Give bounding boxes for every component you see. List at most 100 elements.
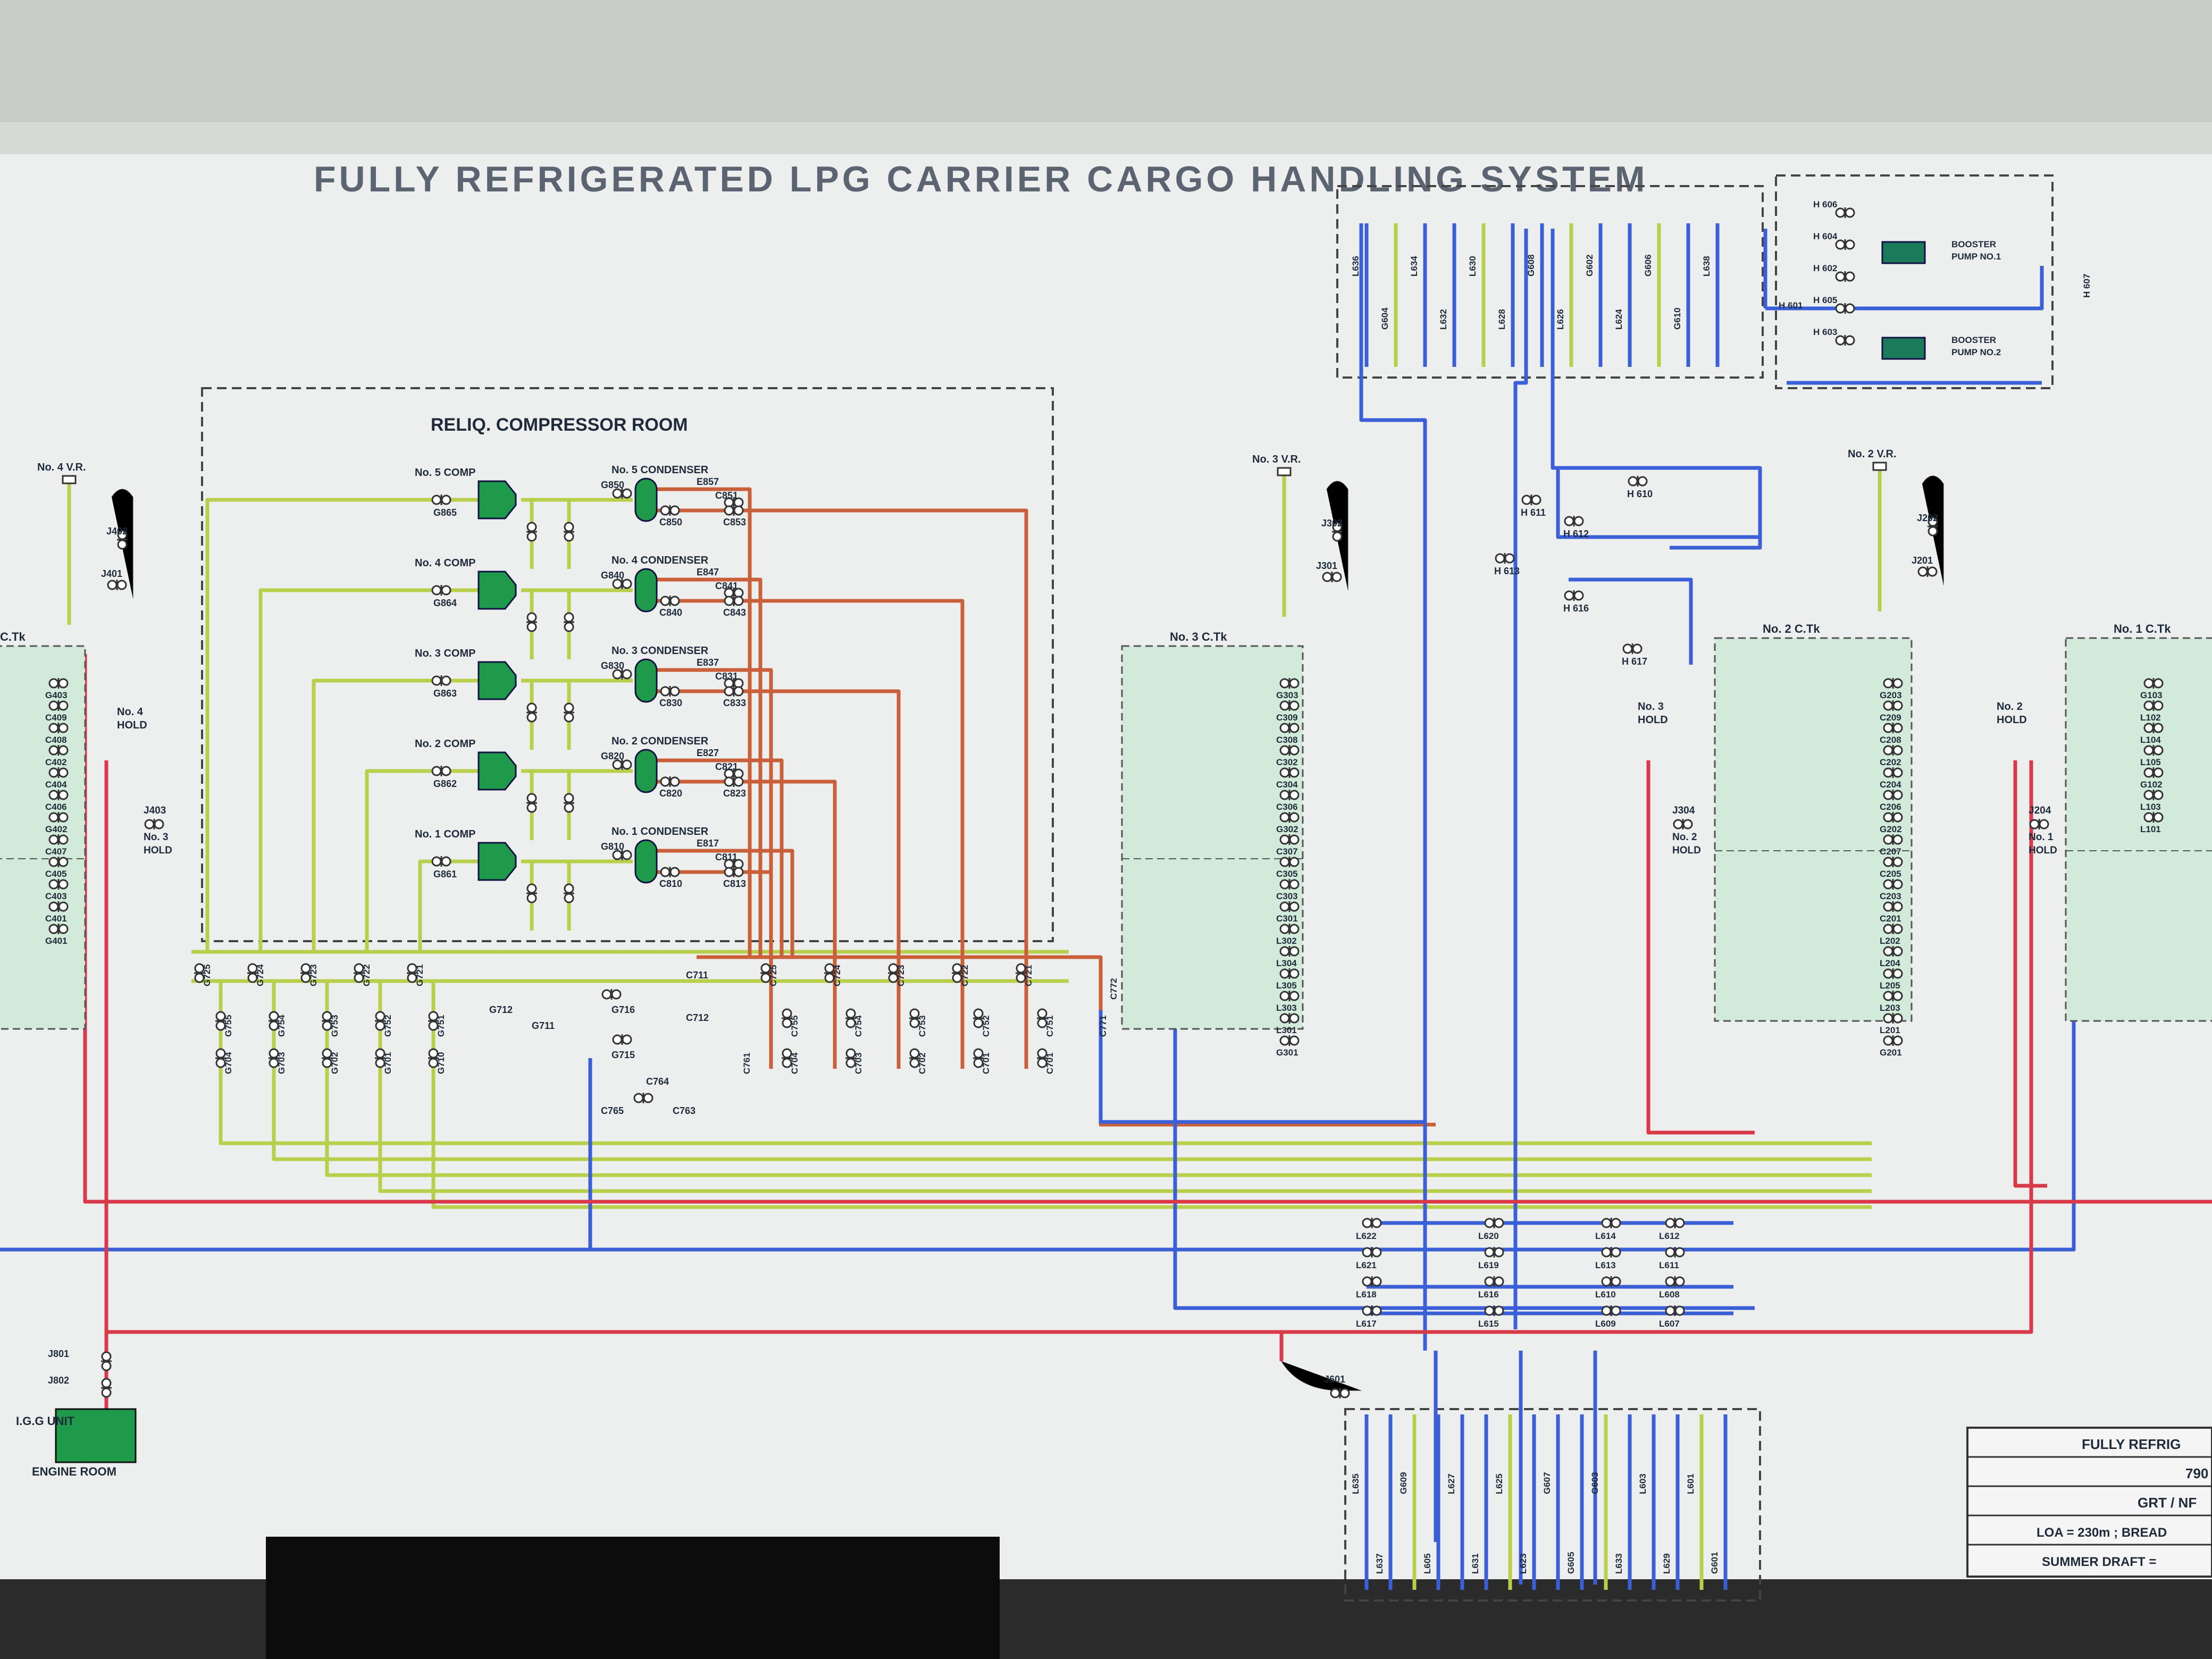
valve[interactable]	[144, 819, 164, 830]
valve[interactable]	[269, 1048, 279, 1068]
valve[interactable]	[660, 505, 680, 516]
valve[interactable]	[724, 686, 744, 697]
valve[interactable]	[428, 1011, 439, 1031]
compressor-2[interactable]	[477, 751, 517, 791]
valve[interactable]	[1883, 700, 1903, 711]
valve[interactable]	[1601, 1276, 1621, 1287]
valve[interactable]	[1917, 566, 1938, 577]
booster-pump-no2[interactable]	[1881, 337, 1926, 360]
valve[interactable]	[526, 702, 537, 723]
valve[interactable]	[888, 963, 899, 983]
valve[interactable]	[724, 505, 744, 516]
valve[interactable]	[612, 488, 632, 499]
valve[interactable]	[48, 790, 69, 800]
valve[interactable]	[1484, 1305, 1504, 1316]
valve[interactable]	[1883, 968, 1903, 979]
valve[interactable]	[1883, 879, 1903, 890]
valve[interactable]	[247, 963, 258, 983]
valve[interactable]	[1835, 207, 1855, 218]
valve[interactable]	[1665, 1276, 1685, 1287]
valve[interactable]	[1835, 303, 1855, 314]
valve[interactable]	[1564, 590, 1584, 601]
valve[interactable]	[1484, 1218, 1504, 1228]
valve[interactable]	[1279, 678, 1300, 689]
valve[interactable]	[1883, 924, 1903, 934]
valve[interactable]	[1279, 991, 1300, 1001]
compressor-4[interactable]	[477, 571, 517, 610]
valve[interactable]	[526, 793, 537, 813]
compressor-5[interactable]	[477, 480, 517, 520]
valve[interactable]	[612, 579, 632, 589]
valve[interactable]	[1673, 819, 1693, 830]
valve[interactable]	[48, 678, 69, 689]
valve[interactable]	[660, 776, 680, 787]
valve[interactable]	[1279, 790, 1300, 800]
valve[interactable]	[1279, 901, 1300, 912]
valve[interactable]	[1883, 857, 1903, 867]
valve[interactable]	[1037, 1048, 1048, 1068]
valve[interactable]	[1332, 522, 1343, 542]
valve[interactable]	[564, 612, 574, 632]
valve[interactable]	[612, 850, 632, 860]
valve[interactable]	[431, 675, 451, 686]
valve[interactable]	[1279, 767, 1300, 778]
valve[interactable]	[564, 793, 574, 813]
valve[interactable]	[431, 766, 451, 776]
valve[interactable]	[1601, 1218, 1621, 1228]
valve[interactable]	[1330, 1388, 1350, 1398]
valve[interactable]	[48, 924, 69, 934]
valve[interactable]	[354, 963, 364, 983]
valve[interactable]	[194, 963, 205, 983]
valve[interactable]	[724, 588, 744, 598]
valve[interactable]	[782, 1008, 792, 1028]
valve[interactable]	[1628, 476, 1648, 487]
valve[interactable]	[1279, 1013, 1300, 1024]
valve[interactable]	[1362, 1305, 1382, 1316]
valve[interactable]	[2029, 819, 2049, 830]
booster-pump-no1[interactable]	[1881, 241, 1926, 264]
valve[interactable]	[1883, 946, 1903, 957]
valve[interactable]	[1883, 901, 1903, 912]
valve[interactable]	[2143, 790, 2164, 800]
valve[interactable]	[1665, 1247, 1685, 1258]
valve[interactable]	[48, 812, 69, 823]
valve[interactable]	[973, 1008, 984, 1028]
valve[interactable]	[2143, 700, 2164, 711]
valve[interactable]	[1279, 834, 1300, 845]
valve[interactable]	[1883, 678, 1903, 689]
valve[interactable]	[1279, 723, 1300, 733]
valve[interactable]	[2143, 812, 2164, 823]
valve[interactable]	[1883, 790, 1903, 800]
valve[interactable]	[2143, 723, 2164, 733]
valve[interactable]	[1279, 924, 1300, 934]
valve[interactable]	[1665, 1305, 1685, 1316]
valve[interactable]	[1928, 516, 1938, 537]
valve[interactable]	[564, 702, 574, 723]
valve[interactable]	[1883, 767, 1903, 778]
valve[interactable]	[1322, 572, 1342, 582]
valve[interactable]	[1601, 1305, 1621, 1316]
valve[interactable]	[117, 530, 128, 550]
valve[interactable]	[660, 686, 680, 697]
valve[interactable]	[48, 857, 69, 867]
valve[interactable]	[601, 989, 622, 1000]
valve[interactable]	[48, 834, 69, 845]
valve[interactable]	[1362, 1247, 1382, 1258]
valve[interactable]	[48, 745, 69, 756]
valve[interactable]	[431, 585, 451, 596]
valve[interactable]	[1484, 1247, 1504, 1258]
valve[interactable]	[1883, 745, 1903, 756]
valve[interactable]	[724, 867, 744, 877]
condenser-1[interactable]	[634, 839, 658, 884]
valve[interactable]	[824, 963, 835, 983]
valve[interactable]	[845, 1048, 856, 1068]
valve[interactable]	[526, 522, 537, 542]
valve[interactable]	[2143, 678, 2164, 689]
valve[interactable]	[101, 1378, 112, 1398]
valve[interactable]	[269, 1011, 279, 1031]
valve[interactable]	[1279, 857, 1300, 867]
valve[interactable]	[1835, 239, 1855, 250]
valve[interactable]	[322, 1048, 332, 1068]
condenser-5[interactable]	[634, 477, 658, 522]
valve[interactable]	[1484, 1276, 1504, 1287]
